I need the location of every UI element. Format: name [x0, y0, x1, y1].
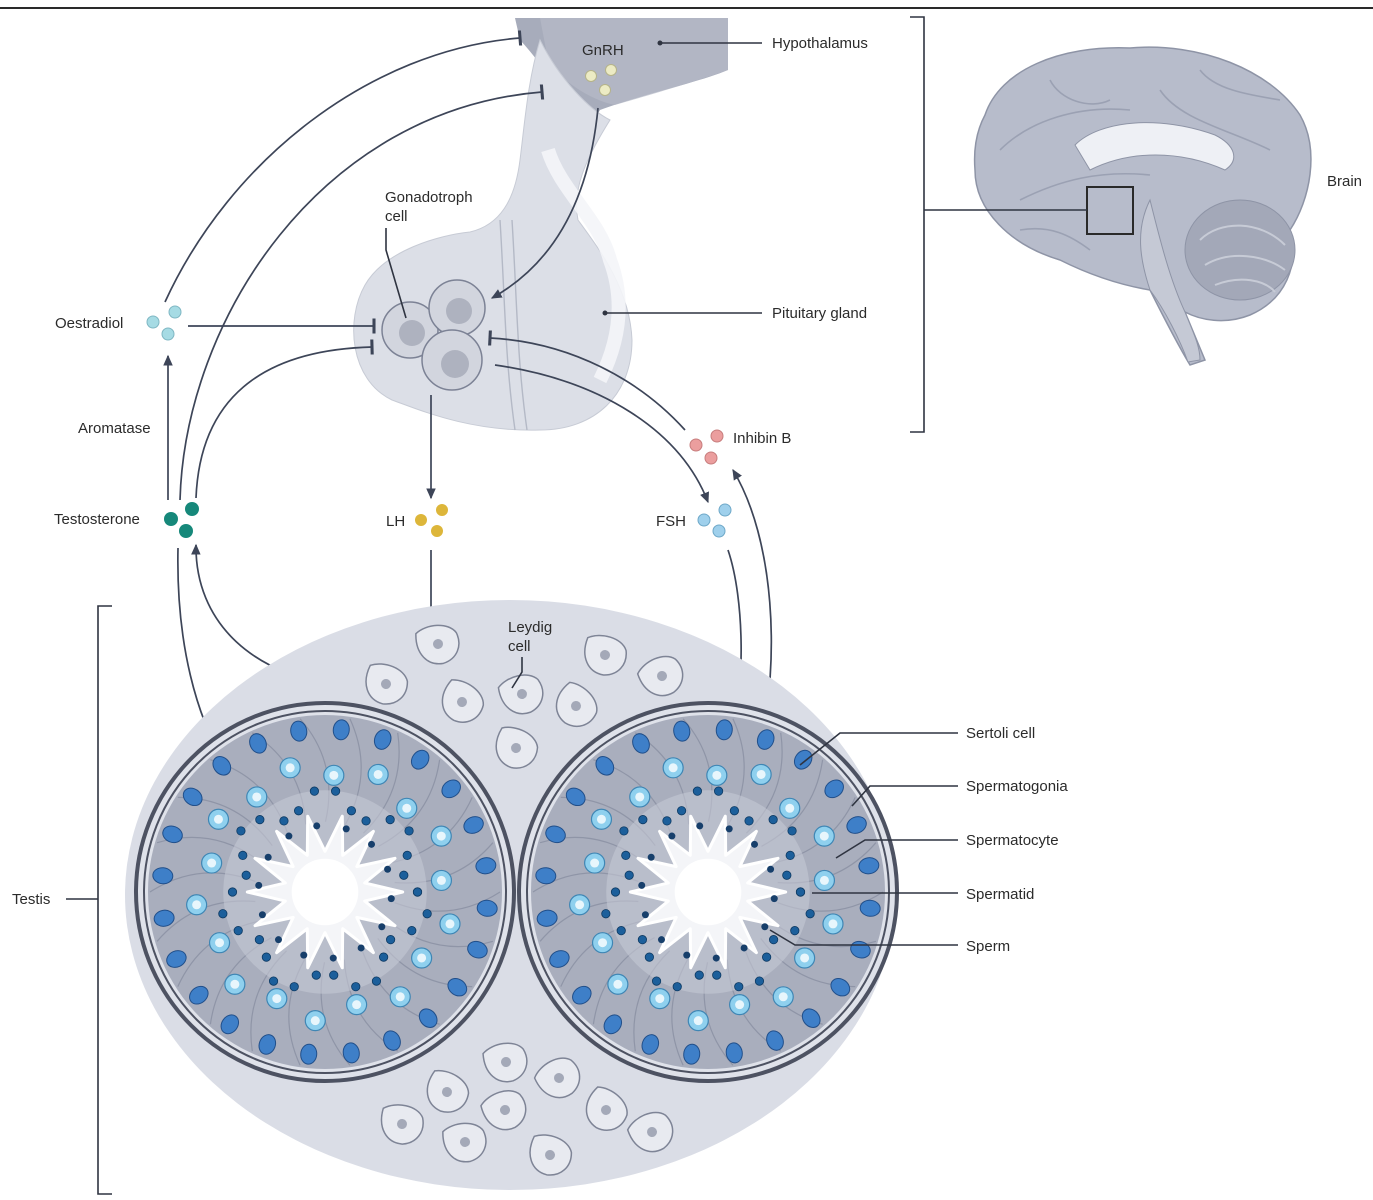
inhibin-b-label: Inhibin B	[733, 430, 791, 447]
spermatid-label: Spermatid	[966, 886, 1034, 903]
brain-illustration	[975, 47, 1311, 365]
brain-bracket	[910, 17, 924, 432]
leydig-label-line2: cell	[508, 638, 531, 655]
lh-label: LH	[386, 513, 405, 530]
brain-label: Brain	[1327, 173, 1362, 190]
lh-particles	[415, 504, 448, 537]
fsh-label: FSH	[656, 513, 686, 530]
seminiferous-tubule-right	[519, 703, 897, 1081]
testis-label: Testis	[12, 891, 50, 908]
spermatocyte-label: Spermatocyte	[966, 832, 1059, 849]
sertoli-label: Sertoli cell	[966, 725, 1035, 742]
seminiferous-tubule-left	[136, 703, 514, 1081]
pituitary-label: Pituitary gland	[772, 305, 867, 322]
testosterone-pituitary-inhibition	[196, 347, 372, 498]
hypothalamus-label: Hypothalamus	[772, 35, 868, 52]
gonadotroph-label-line2: cell	[385, 208, 408, 225]
fsh-particles	[698, 504, 731, 537]
testosterone-label: Testosterone	[54, 511, 140, 528]
aromatase-label: Aromatase	[78, 420, 151, 437]
sperm-label: Sperm	[966, 938, 1010, 955]
spermatogonia-label: Spermatogonia	[966, 778, 1068, 795]
testosterone-particles	[164, 502, 199, 538]
gonadotroph-label-line1: Gonadotroph	[385, 189, 473, 206]
oestradiol-label: Oestradiol	[55, 315, 123, 332]
inhibin-b-particles	[690, 430, 723, 464]
leydig-label-line1: Leydig	[508, 619, 552, 636]
oestradiol-particles	[147, 306, 181, 340]
gnrh-label: GnRH	[582, 42, 624, 59]
testis-bracket	[98, 606, 112, 1194]
